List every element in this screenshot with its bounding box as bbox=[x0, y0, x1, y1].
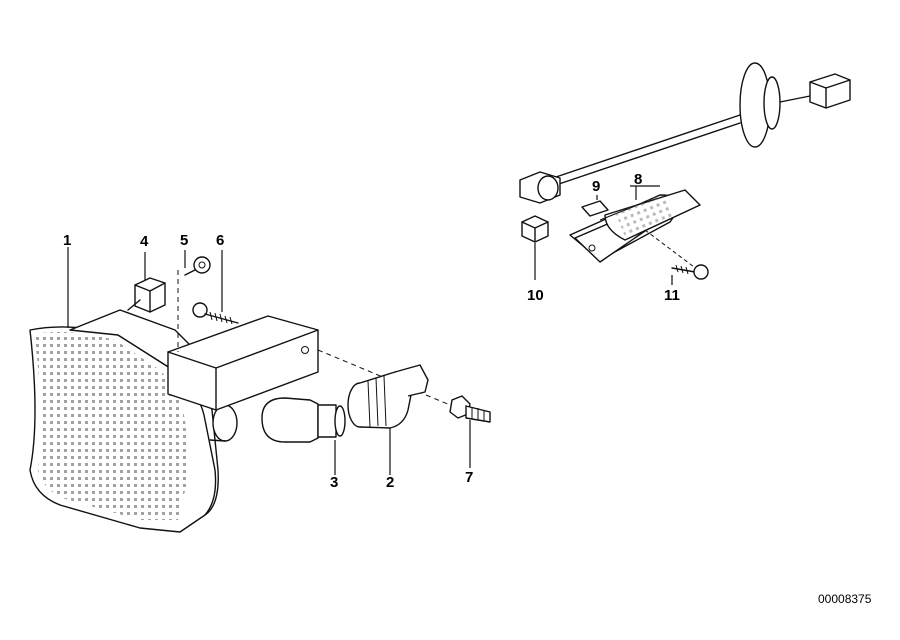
callout-1: 1 bbox=[63, 232, 71, 249]
callout-3: 3 bbox=[330, 474, 338, 491]
callout-9: 9 bbox=[592, 178, 600, 195]
marker-clip bbox=[521, 215, 549, 280]
callout-4: 4 bbox=[140, 233, 149, 250]
wiring-harness bbox=[519, 62, 851, 204]
wedge-bulb bbox=[581, 195, 609, 217]
document-id: 00008375 bbox=[818, 592, 872, 606]
callout-11: 11 bbox=[664, 287, 680, 304]
callout-5: 5 bbox=[180, 232, 188, 249]
callout-2: 2 bbox=[386, 474, 394, 491]
screw bbox=[192, 250, 239, 325]
mounting-bracket bbox=[167, 315, 319, 411]
bulb bbox=[261, 397, 346, 475]
plug-screw bbox=[449, 395, 491, 468]
nut bbox=[184, 250, 211, 276]
callout-10: 10 bbox=[527, 287, 544, 304]
side-marker-lamp bbox=[569, 188, 701, 263]
marker-screw bbox=[644, 229, 709, 285]
callout-7: 7 bbox=[465, 469, 473, 486]
bulb-socket bbox=[347, 364, 429, 475]
callout-8: 8 bbox=[634, 171, 642, 188]
retaining-clip bbox=[127, 252, 166, 313]
callout-6: 6 bbox=[216, 232, 224, 249]
